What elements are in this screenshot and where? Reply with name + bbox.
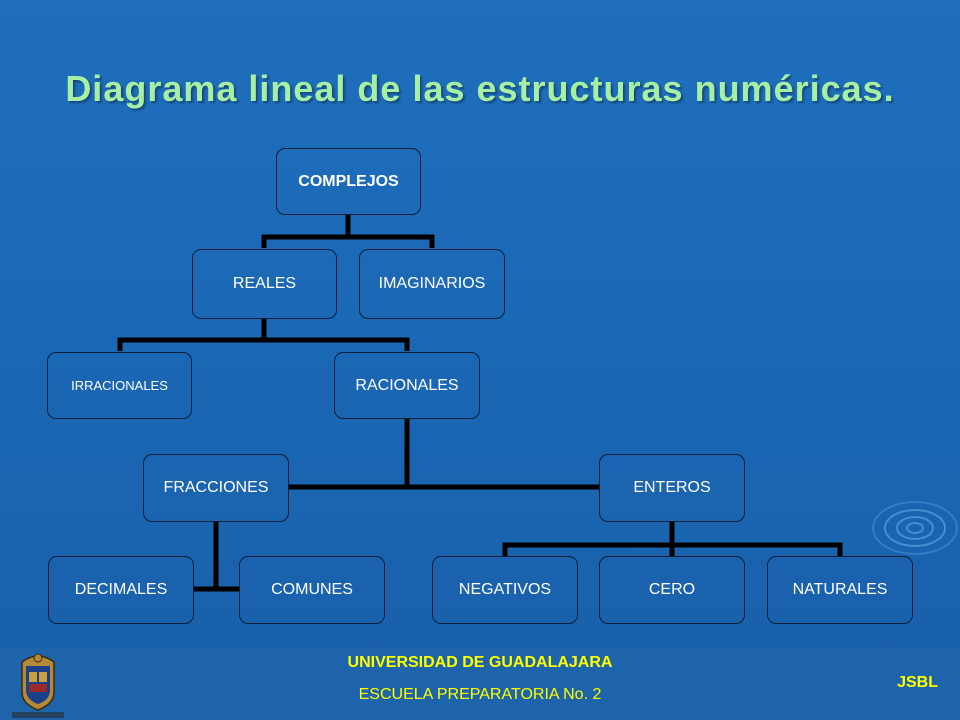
node-imaginarios: IMAGINARIOS [359, 249, 505, 319]
node-racionales-label: RACIONALES [355, 376, 459, 394]
node-reales: REALES [192, 249, 337, 319]
node-enteros: ENTEROS [599, 454, 745, 522]
author-initials: JSBL [897, 674, 938, 691]
node-comunes-label: COMUNES [271, 581, 353, 598]
node-negativos: NEGATIVOS [432, 556, 578, 624]
node-decimales: DECIMALES [48, 556, 194, 624]
connector-complejos-children [261, 234, 435, 248]
node-enteros-label: ENTEROS [633, 479, 711, 496]
node-naturales: NATURALES [767, 556, 913, 624]
node-cero: CERO [599, 556, 745, 624]
footer-band [0, 648, 960, 720]
node-racionales: RACIONALES [334, 352, 480, 419]
node-irracionales: IRRACIONALES [47, 352, 192, 419]
node-complejos-label: COMPLEJOS [298, 172, 399, 190]
page-title: Diagrama lineal de las estructuras numér… [65, 68, 895, 109]
node-fracciones: FRACCIONES [143, 454, 289, 522]
node-negativos-label: NEGATIVOS [458, 581, 552, 598]
node-reales-label: REALES [232, 275, 297, 292]
school-name: ESCUELA PREPARATORIA No. 2 [358, 686, 602, 703]
node-irracionales-label: IRRACIONALES [71, 378, 168, 393]
connector-reales-children [117, 337, 410, 351]
node-cero-label: CERO [648, 581, 696, 598]
node-comunes: COMUNES [239, 556, 385, 624]
node-decimales-label: DECIMALES [74, 581, 168, 598]
node-imaginarios-label: IMAGINARIOS [378, 275, 486, 292]
university-name: UNIVERSIDAD DE GUADALAJARA [347, 654, 613, 671]
university-logo [12, 653, 64, 718]
node-naturales-label: NATURALES [792, 581, 888, 598]
node-complejos: COMPLEJOS [276, 148, 421, 215]
node-fracciones-label: FRACCIONES [163, 479, 269, 496]
ripple-decoration [872, 501, 958, 555]
